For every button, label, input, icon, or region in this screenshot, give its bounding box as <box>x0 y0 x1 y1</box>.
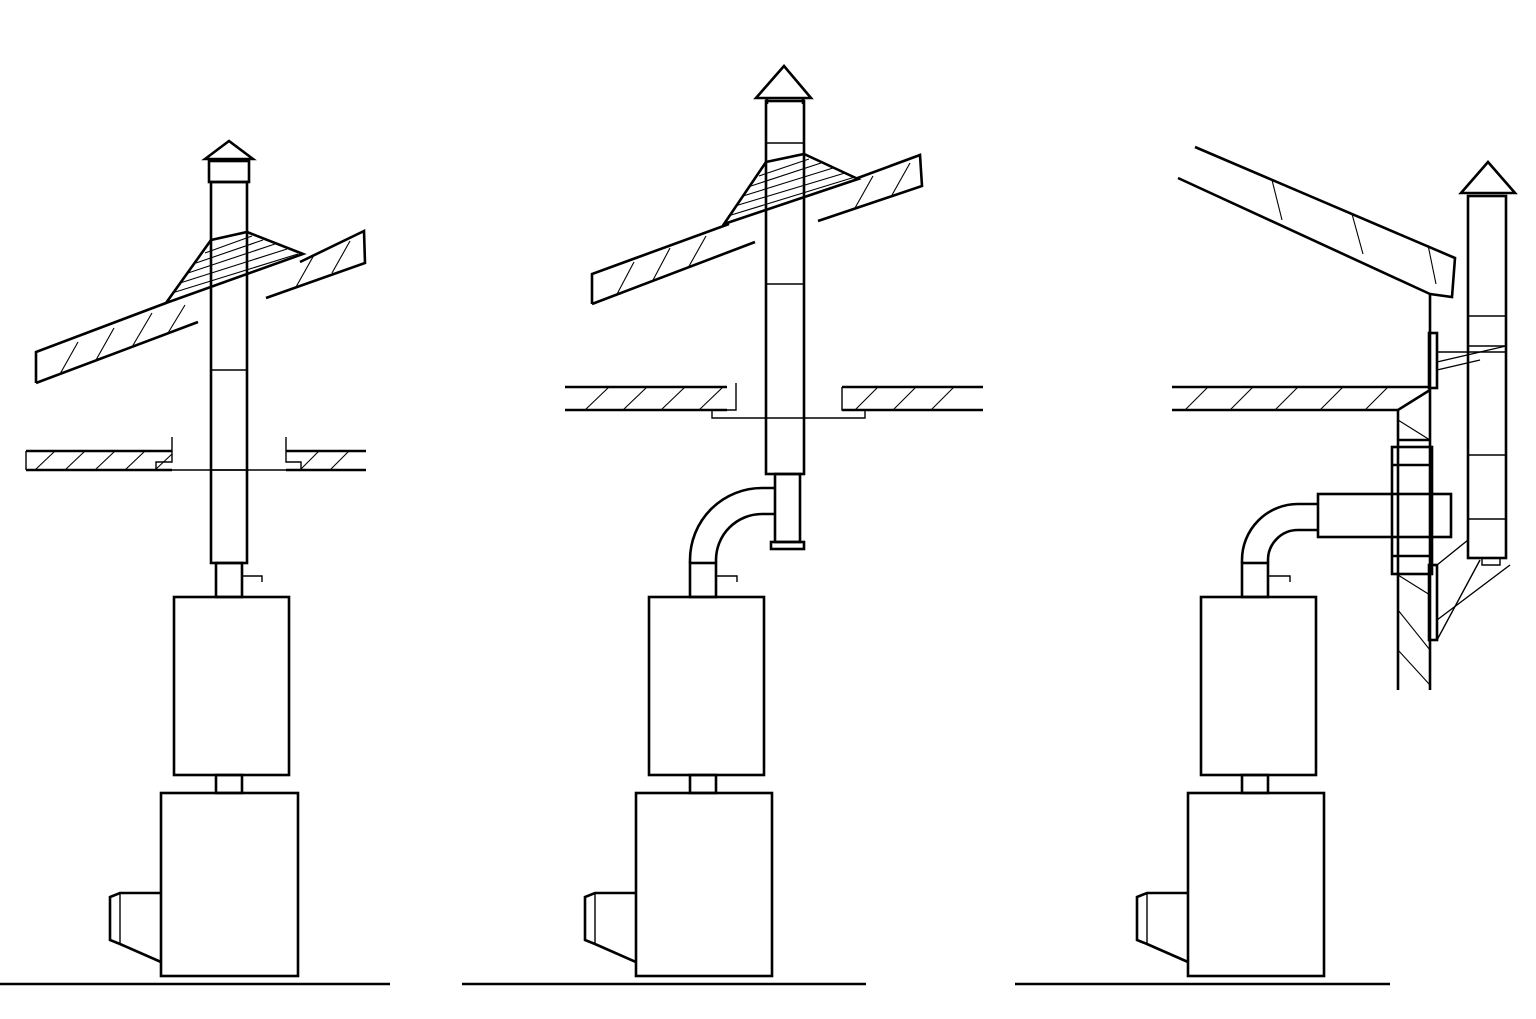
flue-outlet <box>1240 561 1270 599</box>
damper-handle <box>716 575 738 582</box>
damper-handle <box>242 575 263 582</box>
flue-pipe <box>764 99 806 476</box>
wall-passage <box>1390 445 1434 576</box>
ceiling <box>1172 385 1431 412</box>
elbow-and-wall-pass <box>1240 445 1453 576</box>
external-chimney <box>1458 160 1518 566</box>
wall-brackets <box>1427 331 1511 642</box>
water-tank <box>647 595 766 777</box>
tee-pipe <box>773 472 802 544</box>
roof-flashing <box>162 230 307 306</box>
elbow-and-tee <box>688 472 806 563</box>
ceiling <box>565 383 983 419</box>
stove <box>1135 561 1326 978</box>
roof-slab <box>1177 145 1457 299</box>
ceiling <box>25 437 366 472</box>
connector-pipe <box>214 773 244 795</box>
installation-through-roof <box>0 139 390 986</box>
firebox-door <box>1135 891 1189 964</box>
flue-outlet <box>688 561 718 599</box>
firebox <box>1186 791 1326 978</box>
stove <box>108 561 300 978</box>
damper-handle <box>1268 575 1291 582</box>
chimney-cap <box>201 139 257 184</box>
connector-pipe <box>688 773 718 795</box>
water-tank <box>1199 595 1318 777</box>
stove <box>583 561 774 978</box>
flue-outlet <box>214 561 244 599</box>
firebox <box>634 791 774 978</box>
roof-slab <box>590 153 924 306</box>
firebox-door <box>583 891 637 964</box>
roof-slab <box>34 228 367 385</box>
firebox <box>159 791 300 978</box>
water-tank <box>172 595 291 777</box>
condensate-plug <box>769 540 806 551</box>
installation-through-wall <box>1015 145 1518 986</box>
horizontal-flue <box>1316 492 1453 539</box>
firebox-door <box>108 891 162 964</box>
wall <box>1396 294 1432 690</box>
installation-through-roof-offset <box>462 64 983 986</box>
connector-pipe <box>1240 773 1270 795</box>
chimney-cap <box>753 64 814 104</box>
roof-flashing <box>720 152 862 227</box>
